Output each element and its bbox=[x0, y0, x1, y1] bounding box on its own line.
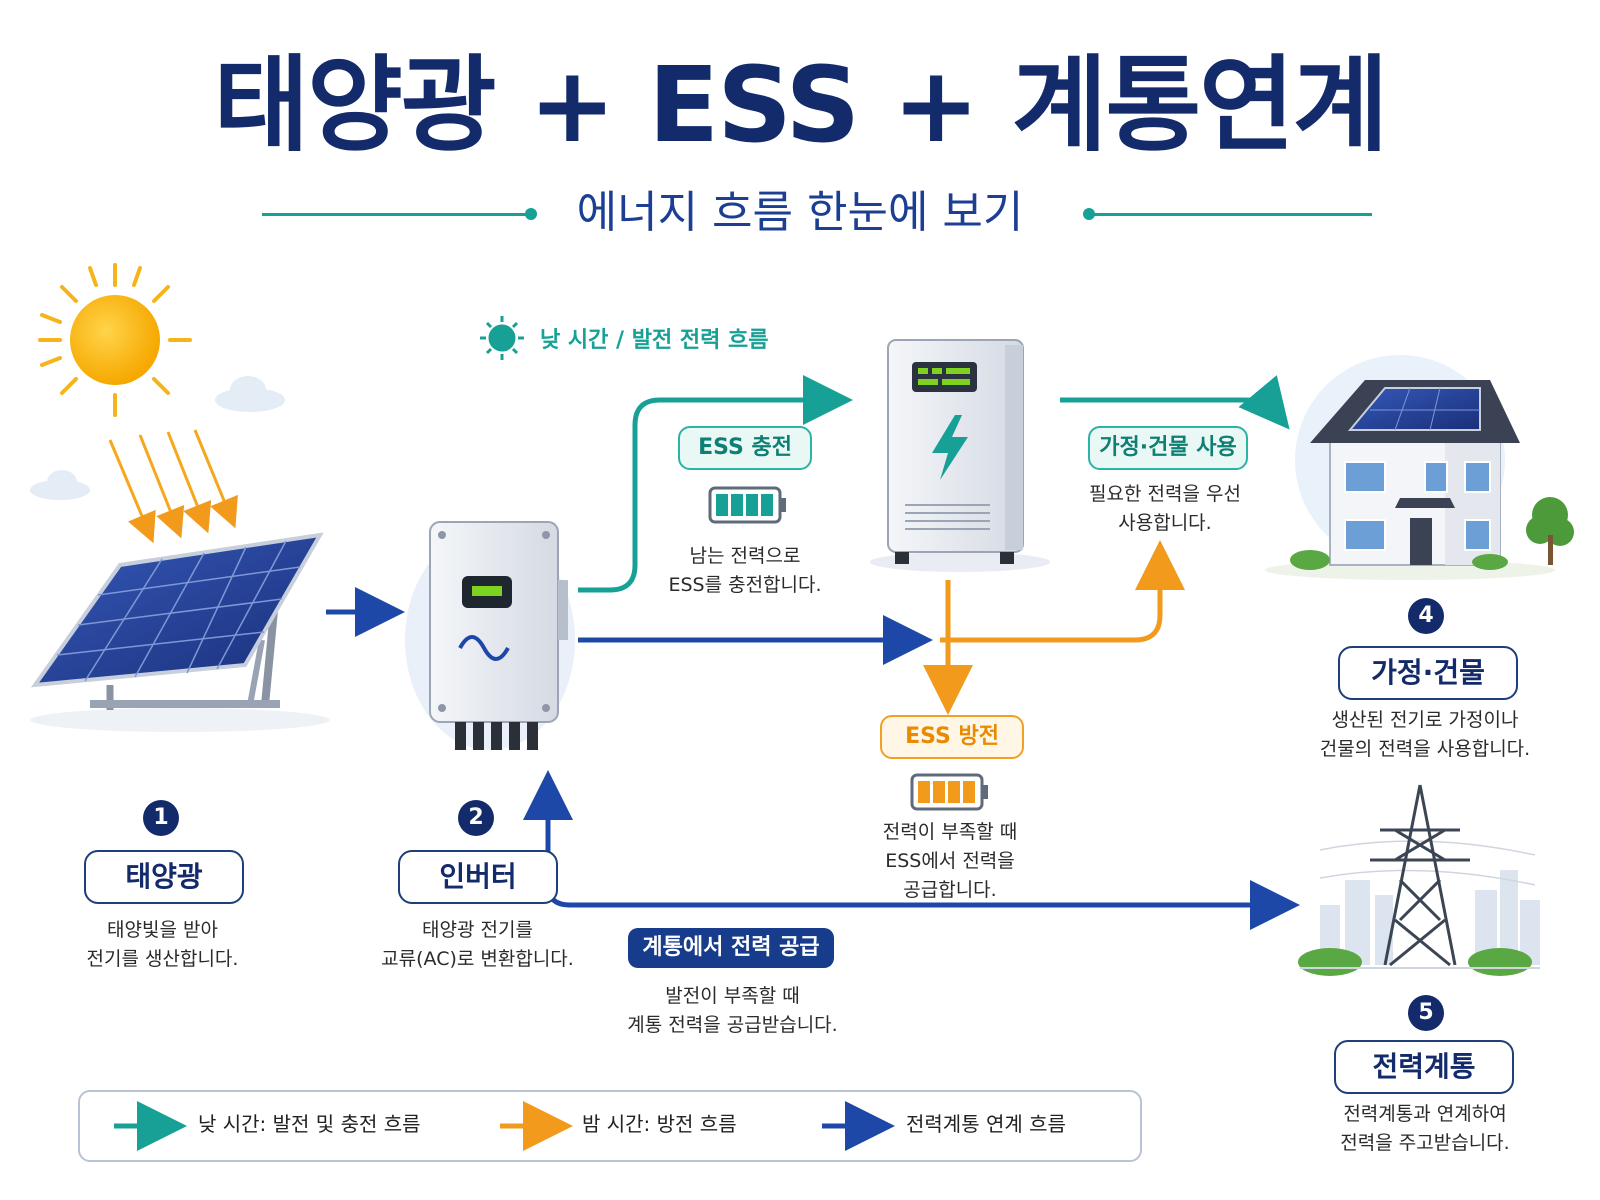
step-1-desc: 태양빛을 받아 전기를 생산합니다. bbox=[86, 919, 239, 970]
step-2-desc: 태양광 전기를 교류(AC)로 변환합니다. bbox=[381, 919, 574, 970]
grid-supply-desc: 발전이 부족할 때 계통 전력을 공급받습니다. bbox=[627, 985, 838, 1036]
power-tower-icon bbox=[1298, 784, 1540, 976]
daytime-note: 낮 시간 / 발전 전력 흐름 bbox=[540, 328, 769, 353]
solar-panel-icon bbox=[30, 532, 330, 732]
subtitle-left-dot bbox=[525, 208, 537, 220]
legend-grid-label: 전력계통 연계 흐름 bbox=[906, 1112, 1066, 1136]
inverter-to-ess-arrow bbox=[578, 375, 853, 593]
ess-to-house-arrow bbox=[1060, 375, 1290, 430]
ess-discharge-tag: ESS 방전 bbox=[880, 715, 1024, 759]
home-use-tag: 가정·건물 사용 bbox=[1088, 426, 1248, 470]
inverter-icon bbox=[405, 521, 575, 750]
ess-discharge-desc: 전력이 부족할 때 ESS에서 전력을 공급합니다. bbox=[882, 821, 1018, 901]
page-title: 태양광 + ESS + 계통연계 bbox=[213, 44, 1388, 166]
discharge-to-home-arrow bbox=[940, 540, 1185, 643]
page-subtitle: 에너지 흐름 한눈에 보기 bbox=[576, 187, 1024, 238]
battery-charging-icon bbox=[708, 486, 786, 524]
step-2-label: 인버터 bbox=[398, 850, 558, 904]
step-5-number: 5 bbox=[1408, 995, 1444, 1031]
cloud-icon bbox=[30, 376, 285, 500]
step-1-label: 태양광 bbox=[84, 850, 244, 904]
step-5-label: 전력계통 bbox=[1334, 1040, 1514, 1094]
subtitle-left-line bbox=[262, 213, 528, 216]
home-use-desc: 필요한 전력을 우선 사용합니다. bbox=[1089, 483, 1241, 534]
grid-supply-tag: 계통에서 전력 공급 bbox=[628, 928, 834, 968]
step-5-desc: 전력계통과 연계하여 전력을 주고받습니다. bbox=[1340, 1103, 1510, 1154]
house-icon bbox=[1265, 355, 1574, 580]
ess-charge-desc: 남는 전력으로 ESS를 충전합니다. bbox=[668, 545, 822, 596]
ess-cabinet-icon bbox=[870, 339, 1050, 572]
legend-arrows bbox=[114, 1101, 895, 1151]
subtitle-right-line bbox=[1090, 213, 1372, 216]
step-4-desc: 생산된 전기로 가정이나 건물의 전력을 사용합니다. bbox=[1319, 709, 1531, 760]
step-2-number: 2 bbox=[458, 800, 494, 836]
legend-night-label: 밤 시간: 방전 흐름 bbox=[582, 1112, 737, 1136]
battery-discharging-icon bbox=[910, 773, 988, 811]
step-4-number: 4 bbox=[1408, 598, 1444, 634]
step-4-label: 가정·건물 bbox=[1338, 646, 1518, 700]
subtitle-right-dot bbox=[1083, 208, 1095, 220]
legend: 낮 시간: 발전 및 충전 흐름 밤 시간: 방전 흐름 전력계통 연계 흐름 bbox=[78, 1090, 1142, 1162]
daytime-sun-icon bbox=[480, 316, 524, 360]
legend-day-label: 낮 시간: 발전 및 충전 흐름 bbox=[198, 1112, 421, 1136]
sun-icon bbox=[38, 263, 192, 417]
sun-rays bbox=[108, 429, 238, 544]
ess-charge-tag: ESS 충전 bbox=[678, 426, 812, 470]
step-1-number: 1 bbox=[143, 800, 179, 836]
